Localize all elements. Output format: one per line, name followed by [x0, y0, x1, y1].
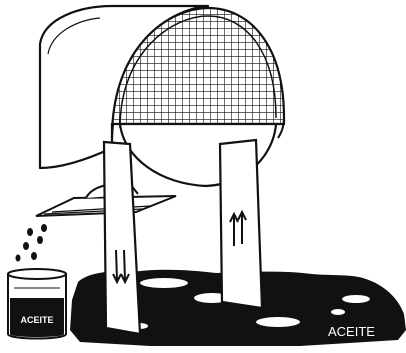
right-panel — [218, 138, 264, 310]
arrow-down-icon — [112, 249, 130, 285]
spill-label: ACEITE — [328, 324, 375, 339]
oil-highlight — [256, 317, 300, 327]
hood-shading — [47, 17, 101, 55]
oil-highlight — [140, 278, 188, 288]
oil-pool — [70, 269, 406, 346]
hood-edge — [277, 117, 285, 139]
oil-slick: ACEITE — [70, 269, 406, 346]
oil-highlight — [342, 295, 370, 303]
oil-drop — [41, 224, 47, 232]
beaker-rim — [7, 268, 67, 280]
oil-highlight — [331, 309, 345, 315]
left-panel — [102, 140, 142, 336]
mesh-screen — [110, 6, 286, 139]
left-belt — [102, 140, 142, 336]
oil-drop-icon — [15, 224, 47, 262]
beaker-oil — [10, 298, 64, 337]
mesh-drum-icon — [110, 6, 286, 139]
oil-drop — [23, 242, 29, 250]
beaker-label: ACEITE — [20, 315, 53, 325]
oil-drop — [31, 252, 37, 260]
oil-drop — [37, 236, 43, 244]
drum-rim — [119, 15, 277, 129]
oil-drop — [15, 254, 21, 262]
oil-drop — [27, 228, 33, 236]
arrow-up-icon — [229, 209, 247, 246]
beaker-icon: ACEITE — [7, 268, 67, 340]
